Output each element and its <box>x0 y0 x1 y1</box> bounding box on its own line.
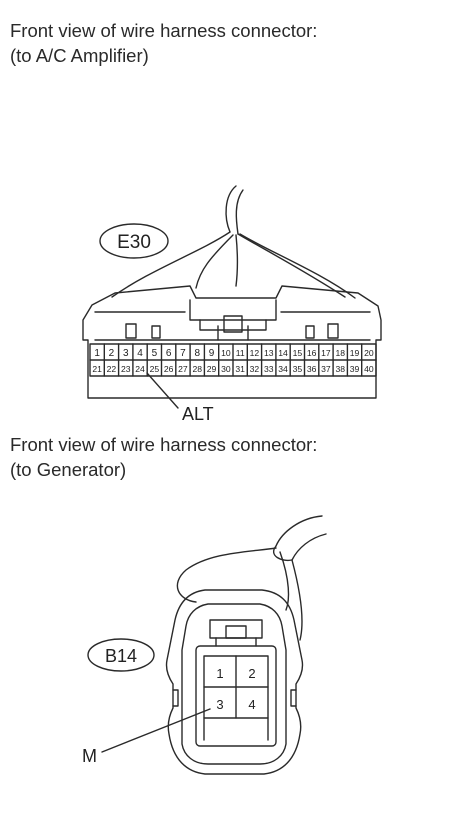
e30-pin-1: 1 <box>94 348 100 359</box>
e30-pin-28: 28 <box>192 364 202 374</box>
e30-pin-22: 22 <box>107 364 117 374</box>
e30-pin-37: 37 <box>321 364 331 374</box>
b14-connector-body <box>165 589 304 775</box>
e30-pin-25: 25 <box>150 364 160 374</box>
e30-pin-16: 16 <box>307 348 317 358</box>
e30-wire-bundle <box>111 185 356 299</box>
e30-pin-35: 35 <box>293 364 303 374</box>
b14-caption-line1: Front view of wire harness connector: <box>10 434 318 455</box>
e30-pin-32: 32 <box>250 364 260 374</box>
e30-pin-6: 6 <box>166 348 172 359</box>
e30-pin-2: 2 <box>109 348 115 359</box>
e30-pin-12: 12 <box>250 348 260 358</box>
e30-pin-31: 31 <box>235 364 245 374</box>
b14-pin-1: 1 <box>216 666 223 681</box>
b14-pin-4: 4 <box>248 697 255 712</box>
e30-pin-4: 4 <box>137 348 143 359</box>
e30-pin-24: 24 <box>135 364 145 374</box>
b14-wire-bundle <box>176 515 327 641</box>
e30-pin-39: 39 <box>350 364 360 374</box>
b14-pin-2: 2 <box>248 666 255 681</box>
e30-pin-15: 15 <box>293 348 303 358</box>
e30-connector-body <box>82 285 382 399</box>
e30-pin-8: 8 <box>194 348 200 359</box>
e30-pin-13: 13 <box>264 348 274 358</box>
b14-label-oval <box>87 638 155 672</box>
e30-pin-34: 34 <box>278 364 288 374</box>
e30-pin-5: 5 <box>152 348 158 359</box>
e30-pin-14: 14 <box>278 348 288 358</box>
e30-caption: Front view of wire harness connector: (t… <box>10 18 317 68</box>
e30-pin-11: 11 <box>236 348 245 358</box>
e30-pin-40: 40 <box>364 364 374 374</box>
e30-pin-21: 21 <box>92 364 102 374</box>
e30-pin-9: 9 <box>209 348 215 359</box>
e30-pin-3: 3 <box>123 348 129 359</box>
b14-caption: Front view of wire harness connector: (t… <box>10 432 317 482</box>
e30-caption-line2: (to A/C Amplifier) <box>10 45 149 66</box>
e30-pin-20: 20 <box>364 348 374 358</box>
m-callout: M <box>82 746 97 766</box>
b14-caption-line2: (to Generator) <box>10 459 127 480</box>
e30-pin-36: 36 <box>307 364 317 374</box>
e30-pin-38: 38 <box>335 364 345 374</box>
e30-pin-33: 33 <box>264 364 274 374</box>
m-leader-line <box>101 708 211 753</box>
b14-connector-code: B14 <box>105 646 137 666</box>
e30-pin-23: 23 <box>121 364 131 374</box>
e30-pin-17: 17 <box>321 348 331 358</box>
e30-pin-7: 7 <box>180 348 186 359</box>
alt-callout: ALT <box>182 404 214 424</box>
alt-leader-line <box>146 372 179 409</box>
b14-pin-3: 3 <box>216 697 223 712</box>
e30-pin-18: 18 <box>335 348 345 358</box>
e30-connector-code: E30 <box>117 232 151 253</box>
e30-pin-10: 10 <box>221 348 231 358</box>
e30-pin-row-2: 21 22 23 24 25 26 27 28 29 30 31 32 33 34 35 36 37 38 39 40 <box>92 364 373 374</box>
e30-pin-29: 29 <box>207 364 217 374</box>
e30-pin-26: 26 <box>164 364 174 374</box>
e30-pin-30: 30 <box>221 364 231 374</box>
e30-pin-27: 27 <box>178 364 188 374</box>
e30-pin-19: 19 <box>350 348 360 358</box>
e30-caption-line1: Front view of wire harness connector: <box>10 20 318 41</box>
e30-label-oval <box>99 223 169 259</box>
